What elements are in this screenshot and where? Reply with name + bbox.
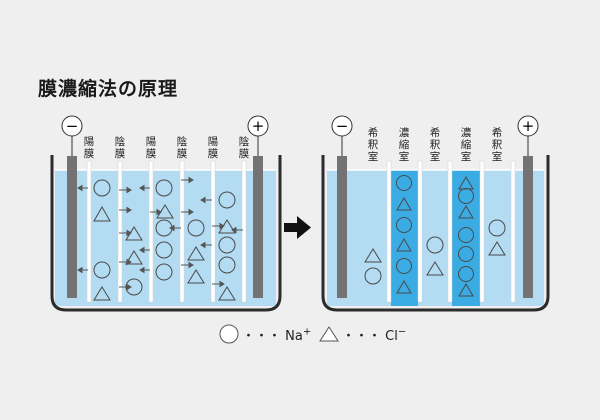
cl-ion bbox=[125, 250, 143, 265]
left-minus-terminal bbox=[61, 115, 83, 137]
right-membrane-3 bbox=[447, 160, 453, 303]
compartment-label: 濃縮室 bbox=[460, 127, 472, 163]
cl-ion bbox=[396, 280, 412, 294]
left-minus-symbol: − bbox=[66, 117, 79, 135]
cl-ion bbox=[187, 246, 205, 261]
page-title: 膜濃縮法の原理 bbox=[38, 78, 179, 100]
left-membrane-3 bbox=[148, 160, 154, 303]
cl-ion bbox=[364, 248, 382, 263]
compartment-label: 希釈室 bbox=[429, 127, 441, 163]
compartment-label: 希釈室 bbox=[491, 127, 503, 163]
legend-dots: ・・・ bbox=[242, 329, 282, 344]
legend-triangle-icon bbox=[319, 326, 339, 342]
cl-ion bbox=[396, 238, 412, 252]
membrane-label: 陽膜 bbox=[145, 136, 157, 160]
legend-circle-icon bbox=[219, 324, 239, 344]
cl-ion bbox=[458, 283, 474, 297]
right-membrane-1 bbox=[386, 160, 392, 303]
legend-na-label: Na bbox=[285, 329, 303, 344]
right-tank: − + bbox=[321, 115, 550, 312]
legend-na-charge: + bbox=[302, 326, 312, 338]
process-arrow bbox=[284, 216, 311, 239]
na-ion bbox=[187, 219, 205, 237]
membrane-label: 陽膜 bbox=[207, 136, 219, 160]
cl-ion bbox=[426, 261, 444, 276]
cl-ion bbox=[488, 241, 506, 256]
concentrate-compartment-1 bbox=[391, 170, 418, 306]
membrane-label: 陰膜 bbox=[176, 136, 188, 160]
na-ion bbox=[426, 236, 444, 254]
right-membrane-5 bbox=[510, 160, 516, 303]
cl-ion bbox=[187, 269, 205, 284]
compartment-label: 濃縮室 bbox=[398, 127, 410, 163]
right-minus-symbol: − bbox=[336, 117, 349, 135]
na-ion bbox=[488, 219, 506, 237]
left-negative-electrode bbox=[67, 156, 77, 298]
na-ion bbox=[155, 179, 173, 197]
right-tank-outline bbox=[321, 155, 550, 312]
legend-cl-label: Cl bbox=[385, 329, 398, 344]
na-ion bbox=[155, 241, 173, 259]
left-membrane-6 bbox=[241, 160, 247, 303]
cl-ion bbox=[218, 286, 236, 301]
cl-ion bbox=[93, 286, 111, 301]
right-minus-terminal bbox=[331, 115, 353, 137]
legend-cl: ・・・ Cl− bbox=[342, 325, 406, 344]
left-membrane-2 bbox=[117, 160, 123, 303]
na-ion bbox=[218, 191, 236, 209]
right-positive-electrode bbox=[523, 156, 533, 298]
na-ion bbox=[396, 175, 412, 191]
na-ion bbox=[458, 246, 474, 262]
right-tank-water bbox=[327, 170, 544, 306]
na-ion bbox=[396, 258, 412, 274]
na-ion bbox=[458, 188, 474, 204]
right-membrane-4 bbox=[479, 160, 485, 303]
na-ion bbox=[458, 227, 474, 243]
right-plus-symbol: + bbox=[522, 117, 535, 135]
left-plus-terminal bbox=[247, 115, 269, 137]
na-ion bbox=[396, 217, 412, 233]
membrane-label: 陽膜 bbox=[83, 136, 95, 160]
left-tank: − + bbox=[50, 115, 282, 312]
left-membrane-1 bbox=[86, 160, 92, 303]
concentrate-compartment-2 bbox=[452, 170, 480, 306]
cl-ion bbox=[396, 197, 412, 211]
cl-ion bbox=[458, 205, 474, 219]
compartment-label: 希釈室 bbox=[367, 127, 379, 163]
left-tank-water bbox=[55, 170, 276, 306]
membrane-label: 陰膜 bbox=[114, 136, 126, 160]
na-ion bbox=[93, 179, 111, 197]
left-membrane-5 bbox=[210, 160, 216, 303]
na-ion bbox=[458, 266, 474, 282]
left-positive-electrode bbox=[253, 156, 263, 298]
legend-dots: ・・・ bbox=[342, 329, 382, 344]
left-membrane-4 bbox=[179, 160, 185, 303]
cl-ion bbox=[93, 205, 111, 222]
legend bbox=[219, 324, 339, 344]
right-negative-electrode bbox=[337, 156, 347, 298]
left-tank-outline bbox=[50, 155, 282, 312]
na-ion bbox=[93, 261, 111, 279]
na-ion bbox=[155, 263, 173, 281]
legend-na: ・・・ Na+ bbox=[242, 325, 311, 344]
right-membrane-2 bbox=[417, 160, 423, 303]
left-plus-symbol: + bbox=[252, 117, 265, 135]
na-ion bbox=[218, 256, 236, 274]
na-ion bbox=[364, 267, 382, 285]
legend-cl-charge: − bbox=[397, 326, 407, 338]
membrane-label: 陰膜 bbox=[238, 136, 250, 160]
right-plus-terminal bbox=[517, 115, 539, 137]
na-ion bbox=[218, 236, 236, 254]
